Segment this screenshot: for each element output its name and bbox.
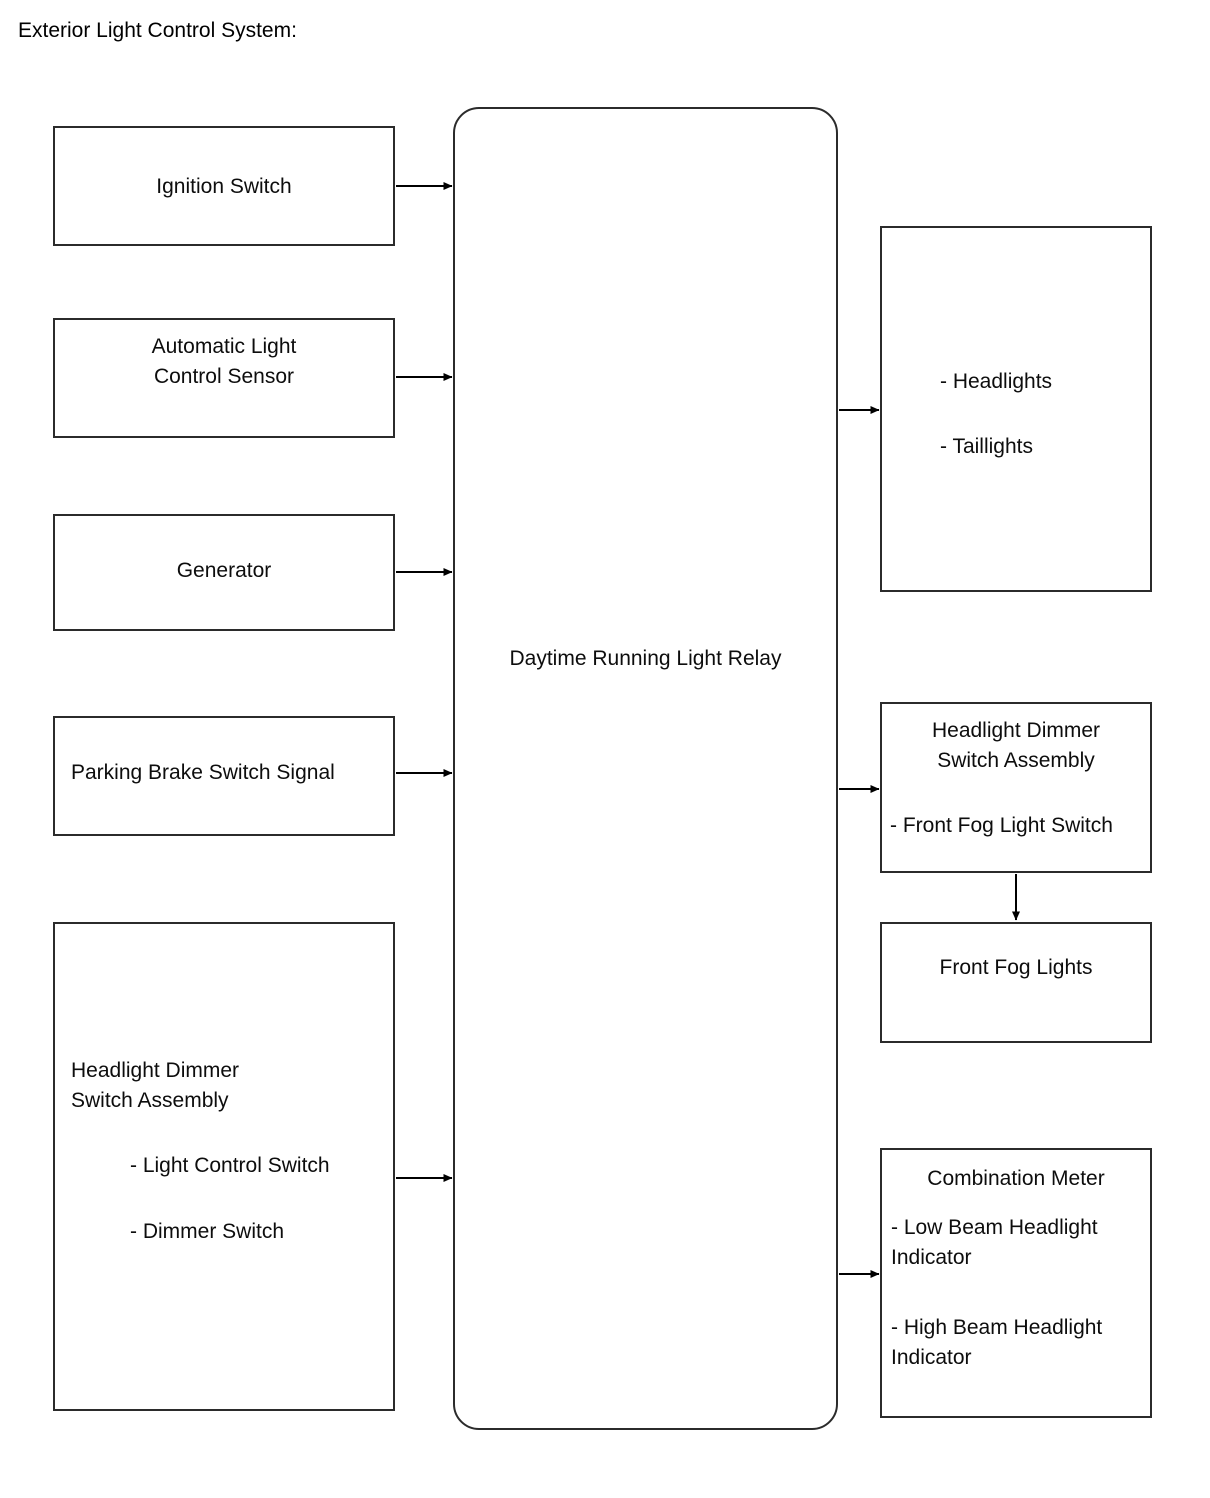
node-parking-brake-switch-signal[interactable]: Parking Brake Switch Signal (53, 716, 395, 836)
node-lights-item-1: - Taillights (940, 435, 1033, 458)
node-combination-meter[interactable]: Combination Meter - Low Beam Headlight I… (880, 1148, 1152, 1418)
node-headlight-dimmer-switch-assembly-input-item-0: - Light Control Switch (130, 1154, 330, 1177)
node-ignition-switch-label: Ignition Switch (156, 175, 292, 198)
page-title: Exterior Light Control System: (18, 19, 297, 42)
node-combination-meter-heading: Combination Meter (927, 1167, 1105, 1190)
node-lights-item-0: - Headlights (940, 370, 1053, 393)
node-automatic-light-control-sensor[interactable]: Automatic Light Control Sensor (53, 318, 395, 438)
node-headlight-dimmer-switch-assembly-input-heading: Headlight Dimmer Switch Assembly (71, 1059, 240, 1112)
node-ignition-switch[interactable]: Ignition Switch (53, 126, 395, 246)
node-headlight-dimmer-switch-assembly-output[interactable]: Headlight Dimmer Switch Assembly - Front… (880, 702, 1152, 873)
node-daytime-running-light-relay[interactable]: Daytime Running Light Relay (453, 107, 838, 1430)
node-front-fog-lights-label: Front Fog Lights (939, 956, 1093, 979)
node-lights[interactable]: - Headlights - Taillights (880, 226, 1152, 592)
node-headlight-dimmer-switch-assembly-input[interactable]: Headlight Dimmer Switch Assembly - Light… (53, 922, 395, 1411)
node-daytime-running-light-relay-label: Daytime Running Light Relay (509, 647, 782, 670)
node-generator-label: Generator (176, 559, 272, 582)
node-headlight-dimmer-switch-assembly-output-item-0: - Front Fog Light Switch (890, 814, 1113, 837)
node-front-fog-lights[interactable]: Front Fog Lights (880, 922, 1152, 1043)
node-headlight-dimmer-switch-assembly-input-item-1: - Dimmer Switch (130, 1220, 285, 1243)
node-generator[interactable]: Generator (53, 514, 395, 631)
node-headlight-dimmer-switch-assembly-output-heading: Headlight Dimmer Switch Assembly (931, 719, 1101, 772)
node-combination-meter-item-0: - Low Beam Headlight Indicator (891, 1216, 1098, 1269)
node-automatic-light-control-sensor-label: Automatic Light Control Sensor (151, 335, 297, 388)
node-combination-meter-item-1: - High Beam Headlight Indicator (891, 1316, 1103, 1369)
node-parking-brake-switch-signal-label: Parking Brake Switch Signal (71, 761, 335, 784)
